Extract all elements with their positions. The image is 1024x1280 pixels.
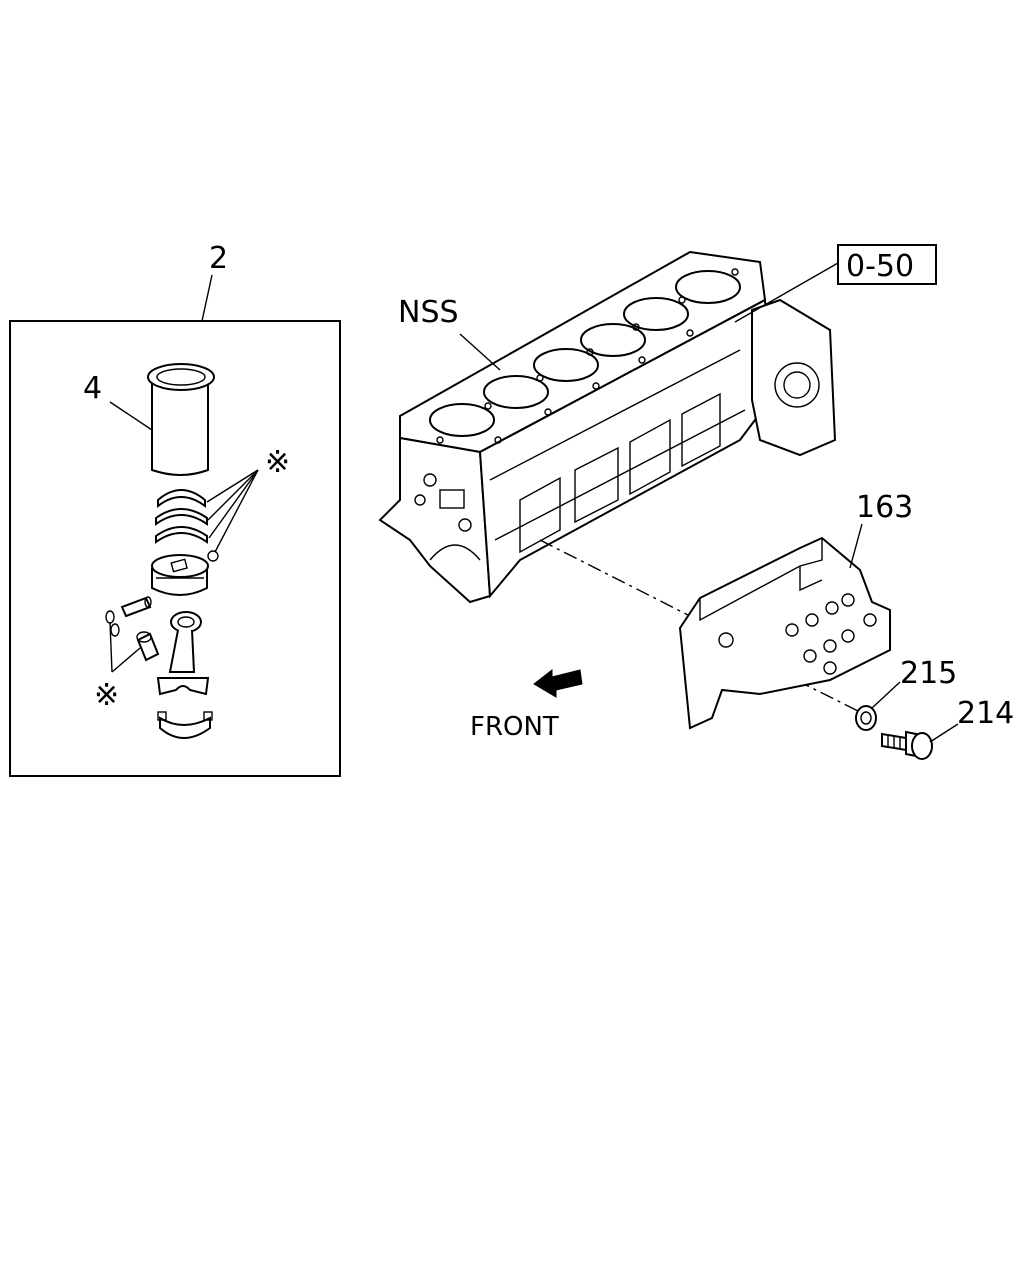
piston-rings xyxy=(155,489,219,562)
label-direction: FRONT xyxy=(470,712,559,742)
reference-box xyxy=(837,244,937,285)
inset-frame xyxy=(9,320,341,777)
block-front-details xyxy=(414,473,481,561)
leader-washer xyxy=(871,681,901,709)
leader-ring-1 xyxy=(206,469,259,503)
cylinder-liner xyxy=(147,363,215,476)
leader-assembly xyxy=(201,274,213,322)
bolt xyxy=(881,730,933,760)
leader-ring-4 xyxy=(214,469,259,553)
leader-ring-2 xyxy=(207,469,259,521)
leader-bolt xyxy=(929,723,959,743)
label-bracket: 163 xyxy=(856,490,913,525)
leader-block xyxy=(459,333,501,371)
washer xyxy=(855,705,877,731)
bearing-cap xyxy=(157,711,213,739)
leader-ring-3 xyxy=(208,469,259,539)
leader-reference xyxy=(734,262,839,323)
connecting-rod xyxy=(156,611,210,696)
leader-clip xyxy=(109,621,113,673)
label-block: NSS xyxy=(398,295,459,330)
label-asterisk-top: ※ xyxy=(265,445,290,480)
label-liner: 4 xyxy=(83,371,102,406)
alignment-line-bracket xyxy=(539,539,691,617)
piston-assembly-inset: 2 4 ※ xyxy=(9,241,341,777)
front-arrow-icon xyxy=(533,668,583,698)
block-front-face xyxy=(378,416,492,604)
leader-bushing xyxy=(111,647,141,673)
label-bolt: 214 xyxy=(957,696,1014,731)
piston xyxy=(151,554,209,596)
bushing xyxy=(136,631,160,662)
bracket xyxy=(678,536,891,730)
block-deck-holes xyxy=(436,268,739,444)
block-ribs xyxy=(489,349,746,554)
block-side-face xyxy=(478,298,772,599)
piston-pin xyxy=(105,596,152,637)
cylinder-bores xyxy=(429,270,741,437)
leader-bracket xyxy=(849,523,863,569)
block-rear-flange xyxy=(751,298,837,457)
label-washer: 215 xyxy=(900,656,957,691)
label-asterisk-bottom: ※ xyxy=(94,678,119,713)
label-assembly: 2 xyxy=(209,241,228,276)
cylinder-block xyxy=(378,250,837,604)
leader-liner xyxy=(109,401,153,431)
label-reference: 0-50 xyxy=(846,249,914,284)
